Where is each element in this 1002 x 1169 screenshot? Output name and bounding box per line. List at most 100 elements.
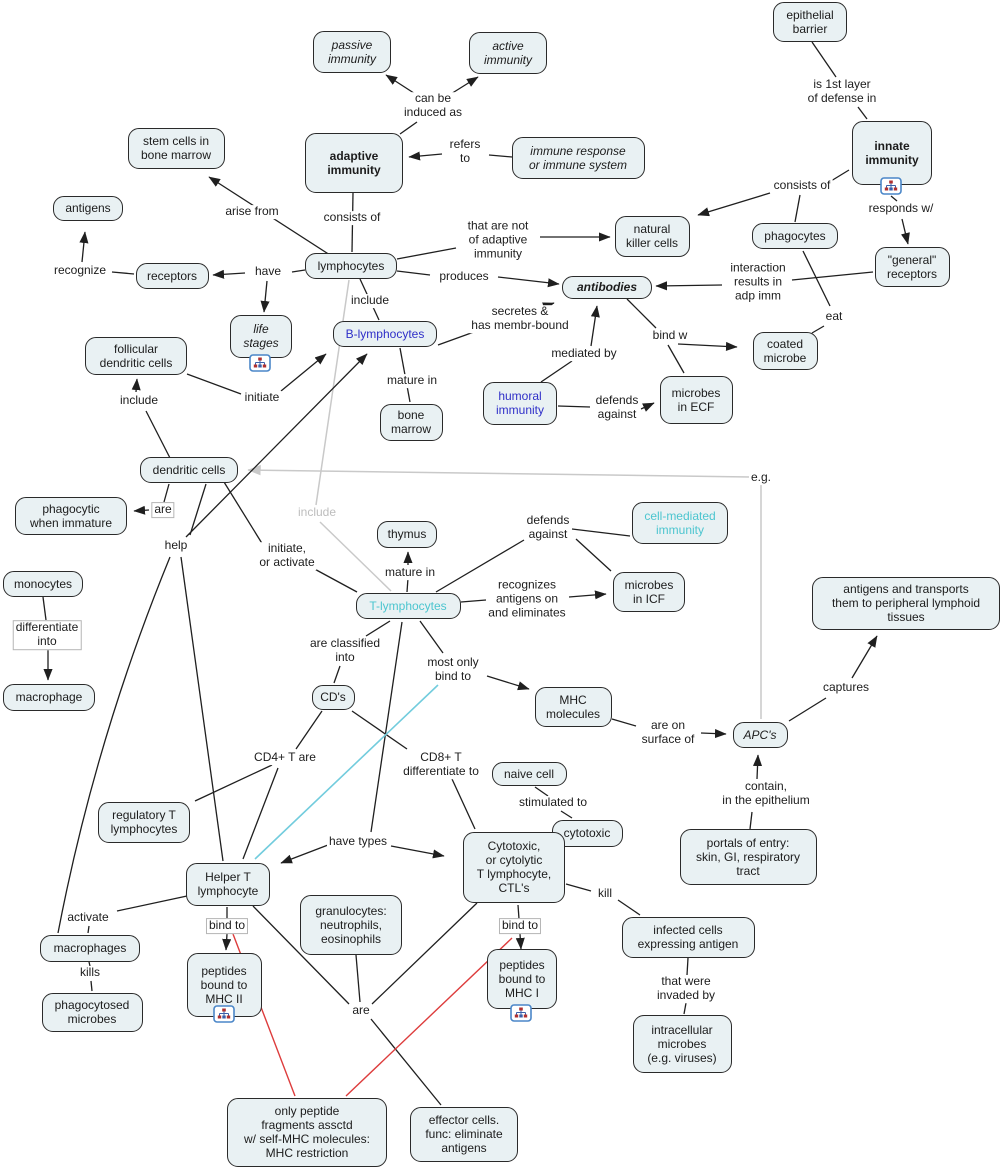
node-helper-t-lymphocyte[interactable]: Helper T lymphocyte xyxy=(186,862,270,906)
node-coated-microbe[interactable]: coated microbe xyxy=(752,332,818,370)
link-phrase-consists-of-innate[interactable]: consists of xyxy=(771,178,833,193)
node-adaptive-immunity[interactable]: adaptive immunity xyxy=(305,133,403,193)
link-phrase-are-on-surface-of[interactable]: are on surface of xyxy=(639,718,697,747)
node-lymphocytes[interactable]: lymphocytes xyxy=(305,253,397,279)
link-phrase-include-b[interactable]: include xyxy=(348,293,392,308)
node-immune-response[interactable]: immune response or immune system xyxy=(511,137,645,179)
link-phrase-have-types[interactable]: have types xyxy=(326,834,390,849)
link-phrase-refers-to[interactable]: refers to xyxy=(447,137,483,166)
link-phrase-stimulated-to[interactable]: stimulated to xyxy=(516,795,590,810)
node-phagocytosed-microbes[interactable]: phagocytosed microbes xyxy=(41,992,143,1032)
node-cell-mediated-immunity[interactable]: cell-mediated immunity xyxy=(632,502,728,544)
link-phrase-cd4-t-are[interactable]: CD4+ T are xyxy=(252,750,318,765)
node-effector-cells[interactable]: effector cells. func: eliminate antigens xyxy=(410,1106,518,1162)
node-microbes-in-ecf[interactable]: microbes in ECF xyxy=(659,376,733,424)
link-phrase-are-bottom[interactable]: are xyxy=(350,1003,372,1018)
link-phrase-most-only-bind-to[interactable]: most only bind to xyxy=(425,655,481,684)
link-phrase-kills[interactable]: kills xyxy=(78,965,102,980)
link-phrase-can-be-induced-as[interactable]: can be induced as xyxy=(401,91,465,120)
node-cds[interactable]: CD's xyxy=(311,684,355,710)
node-antigens[interactable]: antigens xyxy=(53,195,123,221)
link-phrase-is-1st-layer[interactable]: is 1st layer of defense in xyxy=(805,77,879,106)
resource-link-icon[interactable] xyxy=(880,177,902,195)
link-phrase-defends-against-cm[interactable]: defends against xyxy=(524,513,572,542)
node-passive-immunity[interactable]: passive immunity xyxy=(313,31,391,73)
link-phrase-activate[interactable]: activate xyxy=(65,910,111,925)
link-phrase-help[interactable]: help xyxy=(162,538,190,553)
link-phrase-are-classified-into[interactable]: are classified into xyxy=(307,636,383,665)
link-phrase-recognize[interactable]: recognize xyxy=(51,263,109,278)
node-receptors[interactable]: receptors xyxy=(135,263,209,289)
link-phrase-bind-to-right[interactable]: bind to xyxy=(498,918,542,934)
link-phrase-initiate[interactable]: initiate xyxy=(242,390,282,405)
link-phrase-are-dc[interactable]: are xyxy=(151,502,175,518)
node-mhc-molecules[interactable]: MHC molecules xyxy=(534,687,612,727)
node-phagocytes[interactable]: phagocytes xyxy=(752,223,838,249)
edge-initiate-to-blymph xyxy=(280,353,327,392)
link-phrase-differentiate-into[interactable]: differentiate into xyxy=(12,620,82,650)
node-macrophages[interactable]: macrophages xyxy=(40,934,140,962)
link-phrase-mediated-by[interactable]: mediated by xyxy=(549,346,619,361)
node-peptides-mhc-ii[interactable]: peptides bound to MHC II xyxy=(186,953,262,1017)
node-microbes-in-icf[interactable]: microbes in ICF xyxy=(613,572,685,612)
link-phrase-secretes[interactable]: secretes & has membr-bound xyxy=(469,304,571,333)
link-phrase-cd8-t-differentiate[interactable]: CD8+ T differentiate to xyxy=(401,750,481,779)
link-phrase-eat[interactable]: eat xyxy=(823,309,845,324)
link-phrase-bind-w[interactable]: bind w xyxy=(650,328,690,343)
node-stem-cells-bone-marrow[interactable]: stem cells in bone marrow xyxy=(127,127,225,169)
node-intracellular-microbes[interactable]: intracellular microbes (e.g. viruses) xyxy=(632,1015,732,1073)
link-phrase-responds-w[interactable]: responds w/ xyxy=(866,201,936,216)
link-phrase-include-t[interactable]: include xyxy=(295,505,339,520)
link-phrase-bind-to-left[interactable]: bind to xyxy=(205,918,249,934)
link-phrase-recognizes-antigens[interactable]: recognizes antigens on and eliminates xyxy=(486,577,568,620)
node-life-stages[interactable]: life stages xyxy=(230,314,292,358)
link-phrase-captures[interactable]: captures xyxy=(820,680,872,695)
node-t-lymphocytes[interactable]: T-lymphocytes xyxy=(355,593,461,619)
link-phrase-arise-from[interactable]: arise from xyxy=(223,204,281,219)
link-phrase-mature-in-b[interactable]: mature in xyxy=(384,373,440,388)
link-phrase-contain-epithelium[interactable]: contain, in the epithelium xyxy=(720,779,812,808)
link-phrase-kill[interactable]: kill xyxy=(596,886,614,901)
node-portals-of-entry[interactable]: portals of entry: skin, GI, respiratory … xyxy=(679,829,817,885)
resource-link-icon[interactable] xyxy=(510,1004,532,1022)
node-dendritic-cells[interactable]: dendritic cells xyxy=(140,457,238,483)
link-phrase-interaction-results[interactable]: interaction results in adp imm xyxy=(728,260,788,303)
node-active-immunity[interactable]: active immunity xyxy=(469,32,547,74)
resource-link-icon[interactable] xyxy=(213,1005,235,1023)
node-innate-immunity[interactable]: innate immunity xyxy=(852,121,932,185)
node-monocytes[interactable]: monocytes xyxy=(3,571,83,597)
node-ctls[interactable]: Cytotoxic, or cytolytic T lymphocyte, CT… xyxy=(463,831,565,903)
node-apcs[interactable]: APC's xyxy=(732,722,788,748)
node-thymus[interactable]: thymus xyxy=(377,520,437,548)
node-phagocytic-when-immature[interactable]: phagocytic when immature xyxy=(15,497,127,535)
node-regulatory-t-lymphocytes[interactable]: regulatory T lymphocytes xyxy=(98,801,190,843)
node-follicular-dendritic-cells[interactable]: follicular dendritic cells xyxy=(85,337,187,375)
node-antigens-and-transports[interactable]: antigens and transports them to peripher… xyxy=(812,576,1000,630)
resource-link-icon[interactable] xyxy=(249,354,271,372)
node-peptides-mhc-i[interactable]: peptides bound to MHC I xyxy=(487,949,557,1009)
node-cytotoxic[interactable]: cytotoxic xyxy=(551,819,623,847)
link-phrase-that-are-not[interactable]: that are not of adaptive immunity xyxy=(465,218,531,261)
link-phrase-defends-against-humoral[interactable]: defends against xyxy=(593,393,641,422)
node-only-peptide-fragments[interactable]: only peptide fragments assctd w/ self-MH… xyxy=(227,1097,387,1167)
node-infected-cells[interactable]: infected cells expressing antigen xyxy=(621,916,755,958)
link-phrase-produces[interactable]: produces xyxy=(437,269,491,284)
node-humoral-immunity[interactable]: humoral immunity xyxy=(483,381,557,425)
link-phrase-initiate-or-activate[interactable]: initiate, or activate xyxy=(257,541,317,570)
node-macrophage[interactable]: macrophage xyxy=(3,683,95,711)
node-b-lymphocytes[interactable]: B-lymphocytes xyxy=(333,321,437,347)
link-phrase-that-were-invaded-by[interactable]: that were invaded by xyxy=(654,974,718,1003)
node-naive-cell[interactable]: naive cell xyxy=(491,762,567,786)
node-antibodies[interactable]: antibodies xyxy=(562,275,652,299)
node-bone-marrow[interactable]: bone marrow xyxy=(379,403,443,441)
link-phrase-eg[interactable]: e.g. xyxy=(748,470,774,485)
link-phrase-have[interactable]: have xyxy=(252,264,284,279)
node-general-receptors[interactable]: "general" receptors xyxy=(874,247,950,287)
node-natural-killer-cells[interactable]: natural killer cells xyxy=(614,215,690,257)
link-phrase-include-fdc[interactable]: include xyxy=(117,393,161,408)
node-granulocytes[interactable]: granulocytes: neutrophils, eosinophils xyxy=(300,895,402,955)
node-epithelial-barrier[interactable]: epithelial barrier xyxy=(773,2,847,42)
link-phrase-consists-of-adaptive[interactable]: consists of xyxy=(321,210,383,225)
link-phrase-mature-in-t[interactable]: mature in xyxy=(382,565,438,580)
